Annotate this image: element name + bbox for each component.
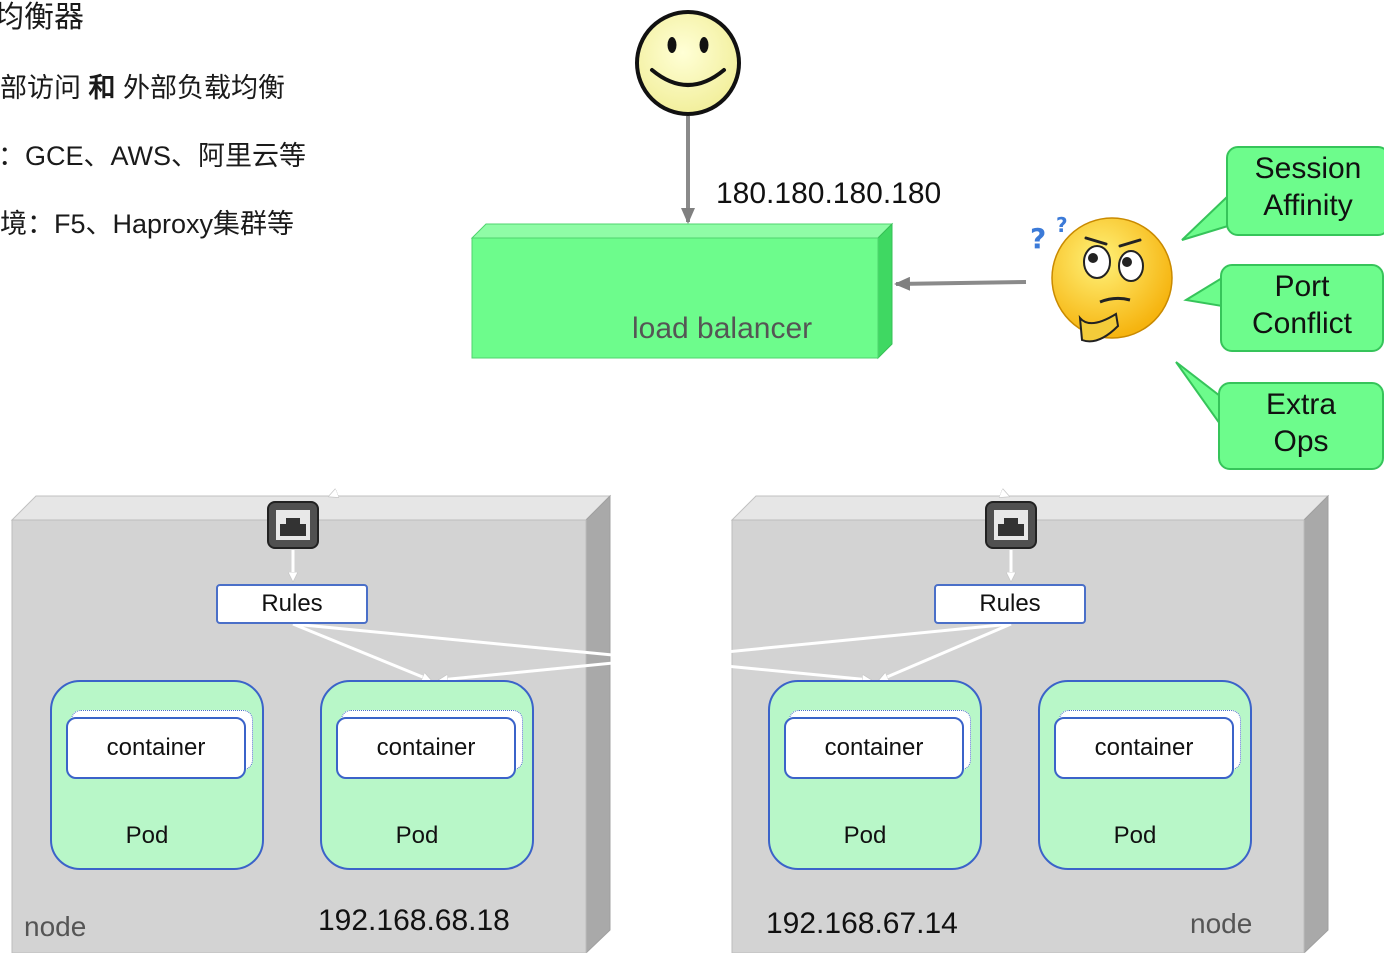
rules1-to-pod3-arrow bbox=[292, 622, 870, 680]
pod-1: container Pod bbox=[50, 680, 264, 870]
rules2-to-pod3-arrow bbox=[880, 622, 1012, 680]
load-balancer-label: load balancer bbox=[632, 312, 813, 345]
public-ip-label: 180.180.180.180 bbox=[716, 177, 942, 210]
pod-3: container Pod bbox=[768, 680, 982, 870]
bullet-text: 外部负载均衡 bbox=[123, 73, 286, 103]
bullet-cloud-providers: ：GCE、AWS、阿里云等 bbox=[0, 141, 307, 171]
bubble-tail-1 bbox=[1181, 193, 1229, 241]
network-port-icon-1 bbox=[267, 501, 319, 549]
svg-text:?: ? bbox=[1030, 222, 1046, 255]
rules-box-node2: Rules bbox=[934, 584, 1086, 624]
bubble-tail-3 bbox=[1175, 361, 1221, 428]
pod-label: Pod bbox=[125, 822, 169, 849]
network-port-icon-2 bbox=[985, 501, 1037, 549]
concern-to-lb-arrow bbox=[894, 276, 1027, 291]
container-box: container bbox=[66, 717, 246, 779]
pod-2: container Pod bbox=[320, 680, 534, 870]
node-label-1: node bbox=[24, 911, 87, 942]
container-box: container bbox=[1054, 717, 1234, 779]
node-ip-2: 192.168.67.14 bbox=[766, 907, 958, 940]
rules2-to-pod2-arrow bbox=[440, 622, 1012, 680]
container-box: container bbox=[336, 717, 516, 779]
pod-4: container Pod bbox=[1038, 680, 1252, 870]
container-box: container bbox=[784, 717, 964, 779]
svg-text:?: ? bbox=[1056, 213, 1068, 237]
thinking-face-icon: ? ? bbox=[1030, 213, 1173, 343]
user-smiley-icon bbox=[635, 10, 741, 116]
bullet-heading: 均衡器 bbox=[0, 1, 84, 34]
pod-label: Pod bbox=[395, 822, 439, 849]
pod-label: Pod bbox=[843, 822, 887, 849]
node-label-2: node bbox=[1190, 908, 1253, 939]
bubble-tail-2 bbox=[1183, 276, 1223, 308]
pod-label: Pod bbox=[1113, 822, 1157, 849]
bullet-internal-external: 部访问 和 外部负载均衡 bbox=[0, 66, 285, 105]
load-balancer-box bbox=[470, 222, 894, 360]
bullet-text: 部访问 bbox=[0, 73, 81, 103]
node-ip-1: 192.168.68.18 bbox=[318, 904, 510, 937]
bullet-bold-word: 和 bbox=[88, 73, 116, 103]
bullet-onprem: 境：F5、Haproxy集群等 bbox=[0, 209, 295, 239]
rules1-to-pod2-arrow bbox=[292, 622, 430, 680]
lb-to-node1-arrow bbox=[330, 358, 675, 496]
rules-box-node1: Rules bbox=[216, 584, 368, 624]
lb-to-node2-arrow bbox=[673, 358, 1008, 496]
